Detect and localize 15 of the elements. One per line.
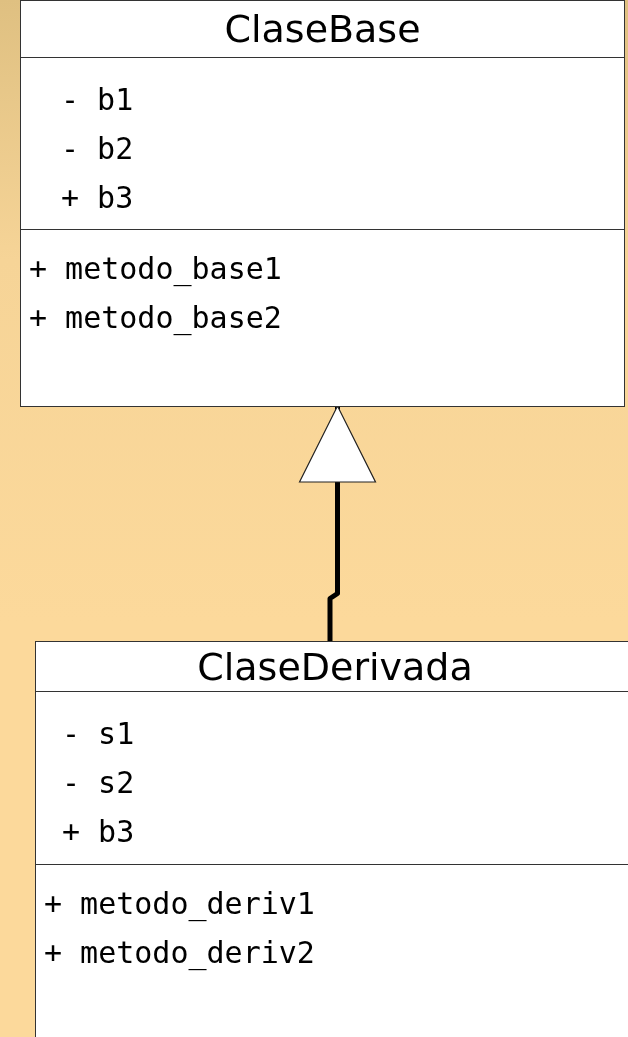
method-text: + metodo_deriv1 [44,885,316,924]
attribute-text: + b3 [61,179,135,217]
attribute-text: - b1 [61,81,135,119]
method-text: + metodo_base2 [29,299,283,338]
class-box [20,0,625,407]
inheritance-arrow [298,405,377,641]
class-name: ClaseDerivada [197,644,473,689]
class-box [35,641,628,1037]
class-name: ClaseBase [224,7,421,51]
attribute-text: - s1 [62,715,136,753]
method-text: + metodo_base1 [29,250,283,289]
attribute-text: - s2 [62,764,136,802]
attribute-text: + b3 [62,813,136,851]
attribute-text: - b2 [61,130,135,168]
method-text: + metodo_deriv2 [44,934,316,973]
